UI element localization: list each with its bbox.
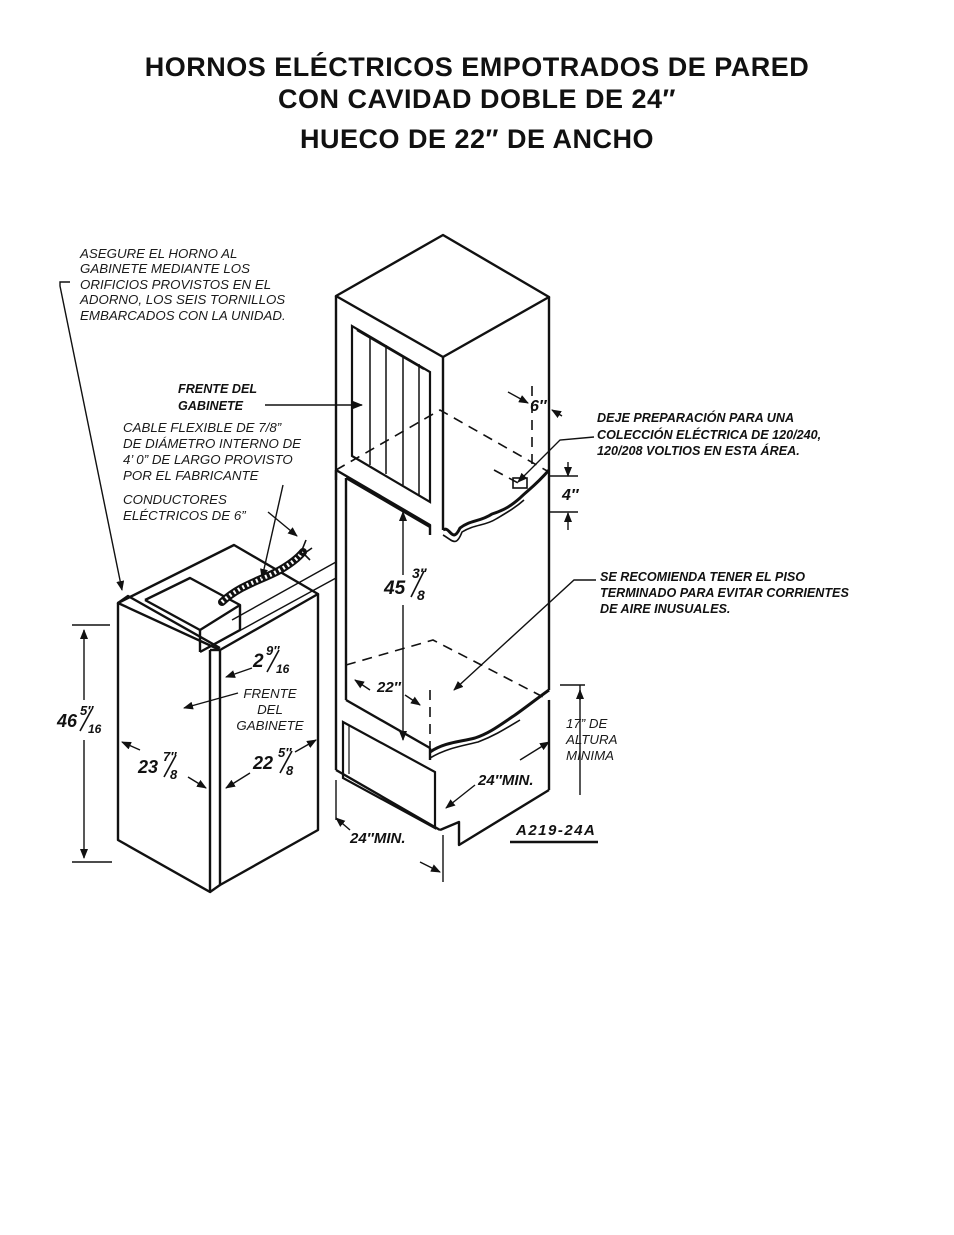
label-min-height: 17” DE ALTURA MINIMA — [565, 716, 618, 763]
svg-text:MINIMA: MINIMA — [566, 748, 614, 763]
svg-text:2: 2 — [252, 651, 264, 672]
svg-text:ALTURA: ALTURA — [565, 732, 618, 747]
svg-text:3″: 3″ — [412, 565, 428, 581]
label-flexible-cable: CABLE FLEXIBLE DE 7/8” DE DIÁMETRO INTER… — [123, 420, 301, 483]
svg-text:5″: 5″ — [278, 745, 292, 760]
cabinet-front-panel — [350, 324, 432, 504]
svg-text:SE RECOMIENDA TENER EL PISO: SE RECOMIENDA TENER EL PISO — [600, 570, 805, 584]
svg-text:22: 22 — [252, 753, 273, 773]
dim-45-3-8: 45 3″ 8 — [383, 565, 428, 603]
svg-text:16: 16 — [276, 662, 290, 676]
svg-text:8: 8 — [417, 587, 425, 603]
svg-text:5″: 5″ — [80, 703, 94, 718]
svg-text:45: 45 — [383, 578, 406, 599]
svg-text:120/208 VOLTIOS EN ESTA ÁREA.: 120/208 VOLTIOS EN ESTA ÁREA. — [597, 443, 800, 458]
svg-text:CABLE FLEXIBLE DE 7/8”: CABLE FLEXIBLE DE 7/8” — [123, 420, 282, 435]
title-line-2: CON CAVIDAD DOBLE DE 24″ — [278, 84, 676, 114]
flexible-conduit — [218, 539, 313, 606]
svg-text:COLECCIÓN ELÉCTRICA DE 120/240: COLECCIÓN ELÉCTRICA DE 120/240, — [597, 427, 821, 442]
svg-text:POR EL FABRICANTE: POR EL FABRICANTE — [123, 468, 259, 483]
svg-text:ASEGURE EL HORNO AL: ASEGURE EL HORNO AL — [79, 246, 237, 261]
svg-text:17” DE: 17” DE — [566, 716, 608, 731]
svg-text:16: 16 — [88, 722, 102, 736]
svg-text:8: 8 — [170, 767, 178, 782]
dimension-lines — [72, 391, 598, 882]
svg-text:FRENTE: FRENTE — [243, 686, 296, 701]
svg-text:GABINETE MEDIANTE LOS: GABINETE MEDIANTE LOS — [80, 261, 250, 276]
svg-text:4’ 0” DE LARGO PROVISTO: 4’ 0” DE LARGO PROVISTO — [123, 452, 293, 467]
title-line-3: HUECO DE 22″ DE ANCHO — [300, 124, 654, 154]
label-cabinet-front-mid: FRENTE DEL GABINETE — [236, 686, 303, 733]
svg-text:DE AIRE INUSUALES.: DE AIRE INUSUALES. — [600, 602, 730, 616]
svg-text:46: 46 — [56, 711, 78, 731]
label-electric-area: DEJE PREPARACIÓN PARA UNA COLECCIÓN ELÉC… — [597, 410, 821, 458]
svg-text:CONDUCTORES: CONDUCTORES — [123, 492, 227, 507]
leader-lines — [59, 281, 596, 710]
svg-text:EMBARCADOS CON LA UNIDAD.: EMBARCADOS CON LA UNIDAD. — [80, 308, 286, 323]
dim-4-inch: 4″ — [561, 487, 580, 504]
cabinet-hidden-lines — [335, 386, 550, 748]
label-floor: SE RECOMIENDA TENER EL PISO TERMINADO PA… — [600, 570, 849, 616]
drawing-code: A219-24A — [515, 822, 596, 839]
dim-24-min-outer: 24″MIN. — [349, 830, 406, 847]
dim-22-5-8: 22 5″ 8 — [252, 745, 294, 778]
oven-drawing — [116, 543, 320, 894]
dim-23-7-8: 23 7″ 8 — [137, 749, 178, 782]
dim-2-9-16: 2 9″ 16 — [252, 643, 290, 676]
title-line-1: HORNOS ELÉCTRICOS EMPOTRADOS DE PARED — [144, 52, 810, 82]
dim-22-inch: 22″ — [376, 679, 402, 696]
dim-46-5-16: 46 5″ 16 — [56, 703, 102, 736]
svg-text:23: 23 — [137, 757, 158, 777]
cabinet-kick-panel — [341, 720, 437, 830]
cabinet-drawing — [334, 233, 551, 847]
svg-text:DEJE PREPARACIÓN PARA UNA: DEJE PREPARACIÓN PARA UNA — [597, 410, 794, 425]
label-conductors: CONDUCTORES ELÉCTRICOS DE 6” — [123, 492, 246, 523]
svg-text:GABINETE: GABINETE — [236, 718, 303, 733]
svg-text:GABINETE: GABINETE — [178, 399, 244, 413]
svg-text:ELÉCTRICOS DE 6”: ELÉCTRICOS DE 6” — [123, 508, 246, 523]
dim-6-inch: 6″ — [530, 398, 548, 415]
svg-text:FRENTE DEL: FRENTE DEL — [178, 382, 257, 396]
svg-text:ORIFICIOS PROVISTOS EN EL: ORIFICIOS PROVISTOS EN EL — [80, 277, 271, 292]
svg-text:8: 8 — [286, 763, 294, 778]
dim-24-min-inner: 24″MIN. — [477, 772, 534, 789]
label-cabinet-front-top: FRENTE DEL GABINETE — [178, 382, 257, 413]
label-secure-oven: ASEGURE EL HORNO AL GABINETE MEDIANTE LO… — [79, 246, 286, 323]
svg-text:ADORNO, LOS SEIS TORNILLOS: ADORNO, LOS SEIS TORNILLOS — [79, 292, 285, 307]
svg-text:TERMINADO PARA EVITAR CORRIENT: TERMINADO PARA EVITAR CORRIENTES — [600, 586, 849, 600]
svg-text:DE DIÁMETRO INTERNO DE: DE DIÁMETRO INTERNO DE — [123, 436, 301, 451]
svg-text:DEL: DEL — [257, 702, 283, 717]
